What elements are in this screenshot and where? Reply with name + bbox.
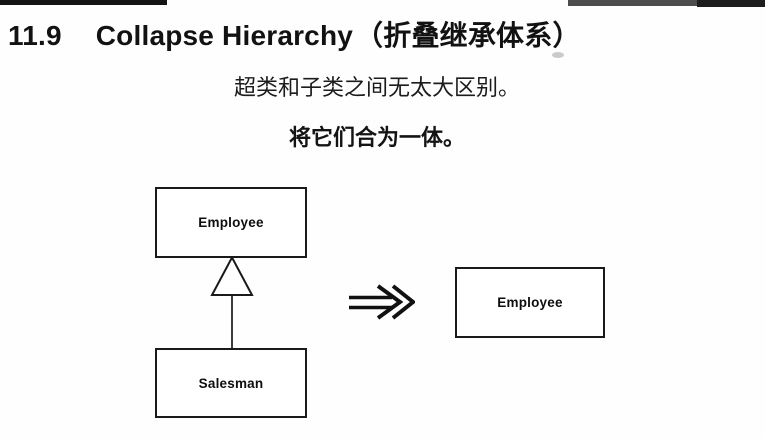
section-title: Collapse Hierarchy <box>95 20 354 51</box>
scan-artifact-top-gray-bar <box>568 0 698 6</box>
uml-class-box-employee-before: Employee <box>155 187 307 258</box>
uml-class-label: Salesman <box>198 375 264 391</box>
refactoring-motivation-text: 超类和子类之间无太大区别。 <box>233 75 520 100</box>
generalization-triangle-icon <box>210 256 254 349</box>
uml-class-label: Employee <box>497 295 563 310</box>
uml-class-box-salesman: Salesman <box>155 348 307 418</box>
section-number: 11.9 <box>8 20 62 51</box>
scan-artifact-top-left-bar <box>0 0 167 5</box>
refactoring-action-text: 将它们合为一体。 <box>288 125 465 150</box>
section-heading: 11.9 Collapse Hierarchy （折叠继承体系） <box>8 14 581 54</box>
transform-arrow-icon <box>349 284 415 320</box>
section-title-translation: （折叠继承体系） <box>355 20 581 51</box>
uml-class-label: Employee <box>198 215 264 230</box>
scan-speck <box>552 52 564 58</box>
uml-class-box-employee-after: Employee <box>455 267 605 338</box>
scan-artifact-top-dark-bar <box>697 0 765 7</box>
